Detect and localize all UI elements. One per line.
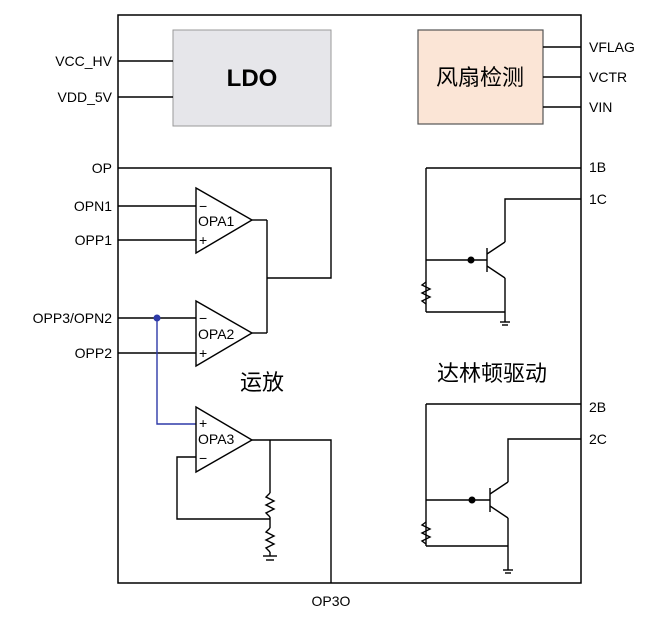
opa2: − OPA2 + [195,299,254,368]
b1-junction-dot [467,256,475,264]
op-wire [118,167,332,279]
opa2-minus: − [199,310,207,326]
pin-opp2: OPP2 [75,345,113,361]
opa3: + OPA3 − [195,405,254,474]
r2-resistor [420,521,432,545]
opa1-label: OPA1 [198,213,235,229]
divider-resistor-1 [264,492,276,518]
opa2-plus: + [199,345,207,361]
c2-wire [507,438,581,482]
opp3-link-wire [156,318,196,425]
pin-1b: 1B [589,159,606,175]
opa3-feedback-wire [176,456,270,520]
fan-detect-label: 风扇检测 [436,66,524,91]
opa1-triangle [195,186,254,255]
pin-vin: VIN [589,99,612,115]
opa2-triangle [195,299,254,368]
c1-wire [504,198,581,242]
r1-resistor [420,281,432,305]
pin-op3o: OP3O [312,593,351,609]
opa3-plus: + [199,415,207,431]
q1-collector [486,241,506,255]
q1-emitter [486,265,506,279]
fan-detect-block: 风扇检测 [417,29,544,125]
pin-vdd-5v: VDD_5V [58,89,113,105]
q2-collector [489,481,509,495]
ldo-block: LDO [172,29,332,127]
divider-resistor-2 [264,527,276,553]
darlington-label: 达林顿驱动 [437,362,547,387]
pin-2c: 2C [589,431,607,447]
opamp-label: 运放 [240,371,284,396]
pin-vflag: VFLAG [589,39,635,55]
pin-opp3-opn2: OPP3/OPN2 [33,310,113,326]
ldo-label: LDO [227,65,278,92]
darlington-1 [420,167,581,326]
darlington-2 [420,403,581,574]
pin-opn1: OPN1 [74,198,112,214]
opa3-label: OPA3 [198,431,235,447]
pin-2b: 2B [589,399,606,415]
pin-opp1: OPP1 [75,232,113,248]
opa1: − OPA1 + [195,186,254,255]
opa3-triangle [195,405,254,474]
opa1-plus: + [199,232,207,248]
pin-vcc-hv: VCC_HV [55,53,112,69]
fan-detect-box [417,29,544,125]
opa3-minus: − [199,450,207,466]
chip-outline [117,14,582,584]
q2-emitter [489,505,509,519]
b2-junction-dot [468,496,476,504]
pin-1c: 1C [589,191,607,207]
pin-op: OP [92,160,112,176]
pin-vctr: VCTR [589,69,627,85]
ldo-box [172,29,332,127]
op3o-wire [252,439,332,583]
opa1-minus: − [199,198,207,214]
opa2-label: OPA2 [198,326,235,342]
